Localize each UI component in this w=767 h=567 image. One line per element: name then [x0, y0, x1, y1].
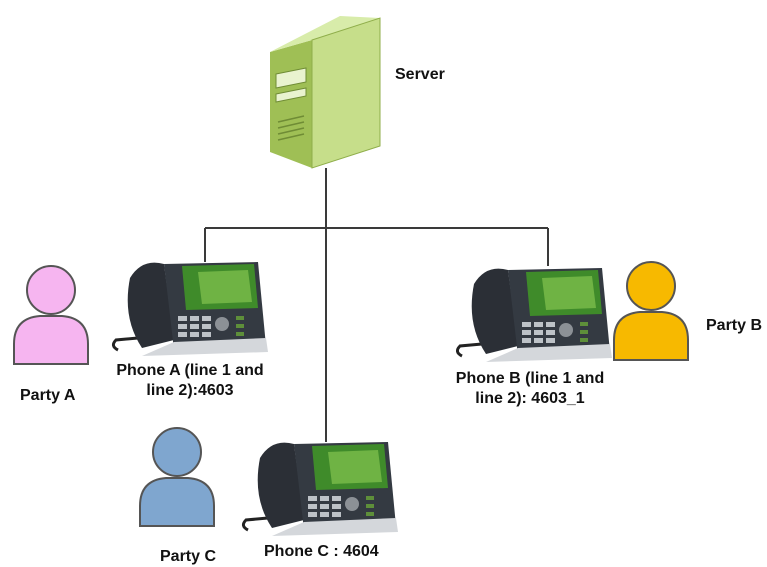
server-tower-icon [270, 16, 381, 169]
party-b-person-icon [613, 261, 689, 361]
phone-a-label: Phone A (line 1 and line 2):4603 [100, 361, 280, 401]
party-a-person-icon [13, 265, 89, 365]
party-b-label: Party B [706, 317, 763, 334]
phone-c-label: Phone C : 4604 [264, 543, 379, 560]
phone-c-icon [241, 442, 398, 536]
phone-b-label-line1: Phone B (line 1 and [455, 370, 605, 387]
phone-b-label: Phone B (line 1 and line 2): 4603_1 [440, 369, 620, 409]
party-c-person-icon [139, 427, 215, 527]
phone-a-label-line1: Phone A (line 1 and [116, 362, 264, 379]
server-label: Server [395, 66, 445, 83]
phone-a-icon [111, 262, 268, 356]
phone-b-label-line2: line 2): 4603_1 [475, 390, 585, 407]
phone-b-icon [455, 268, 612, 362]
party-a-label: Party A [20, 387, 76, 404]
phone-a-label-line2: line 2):4603 [146, 382, 234, 399]
party-c-label: Party C [160, 548, 217, 565]
